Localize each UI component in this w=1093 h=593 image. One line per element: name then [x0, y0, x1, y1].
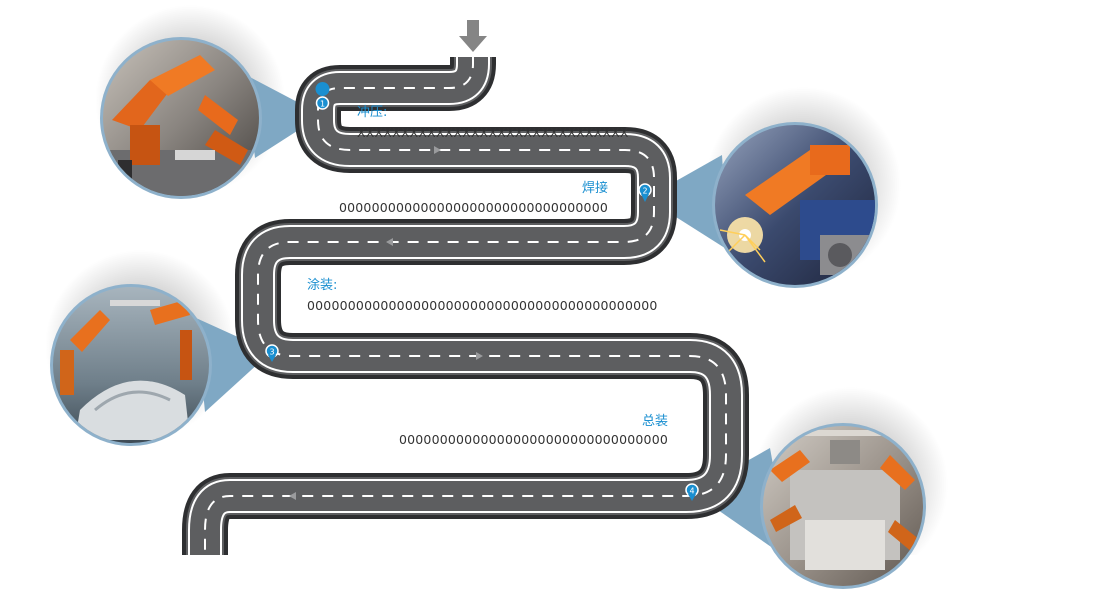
- step-2-title: 焊接: [581, 181, 608, 196]
- svg-text:1: 1: [320, 100, 325, 109]
- step-1-title: 冲压:: [357, 105, 388, 120]
- step-3-title: 涂装:: [307, 278, 338, 293]
- step-marker-2: 2: [638, 183, 652, 202]
- step-marker-1: 1: [315, 82, 330, 112]
- svg-text:4: 4: [689, 487, 694, 496]
- svg-text:2: 2: [642, 187, 647, 196]
- stamping-robot-photo: [100, 37, 262, 199]
- step-marker-3: 3: [265, 344, 279, 362]
- step-4-title: 总装: [641, 414, 668, 429]
- down-arrow-icon: [459, 20, 487, 52]
- map-pin-icon: 1 2 3 4: [265, 82, 699, 501]
- assembly-line-photo: [760, 423, 926, 589]
- direction-arrow-icon: [289, 146, 483, 500]
- step-3-description: 0000000000000000000000000000000000000000…: [307, 298, 658, 313]
- svg-text:3: 3: [269, 348, 274, 357]
- step-4-description: 000000000000000000000000000000000: [398, 432, 668, 447]
- step-marker-4: 4: [685, 483, 699, 501]
- welding-robot-photo: [712, 122, 878, 288]
- painting-robot-photo: [50, 284, 212, 446]
- step-2-description: 000000000000000000000000000000000: [338, 200, 608, 215]
- step-1-description: XXXXXXXXXXXXXXXXXXXXXXXXXXXXXXX: [357, 125, 629, 140]
